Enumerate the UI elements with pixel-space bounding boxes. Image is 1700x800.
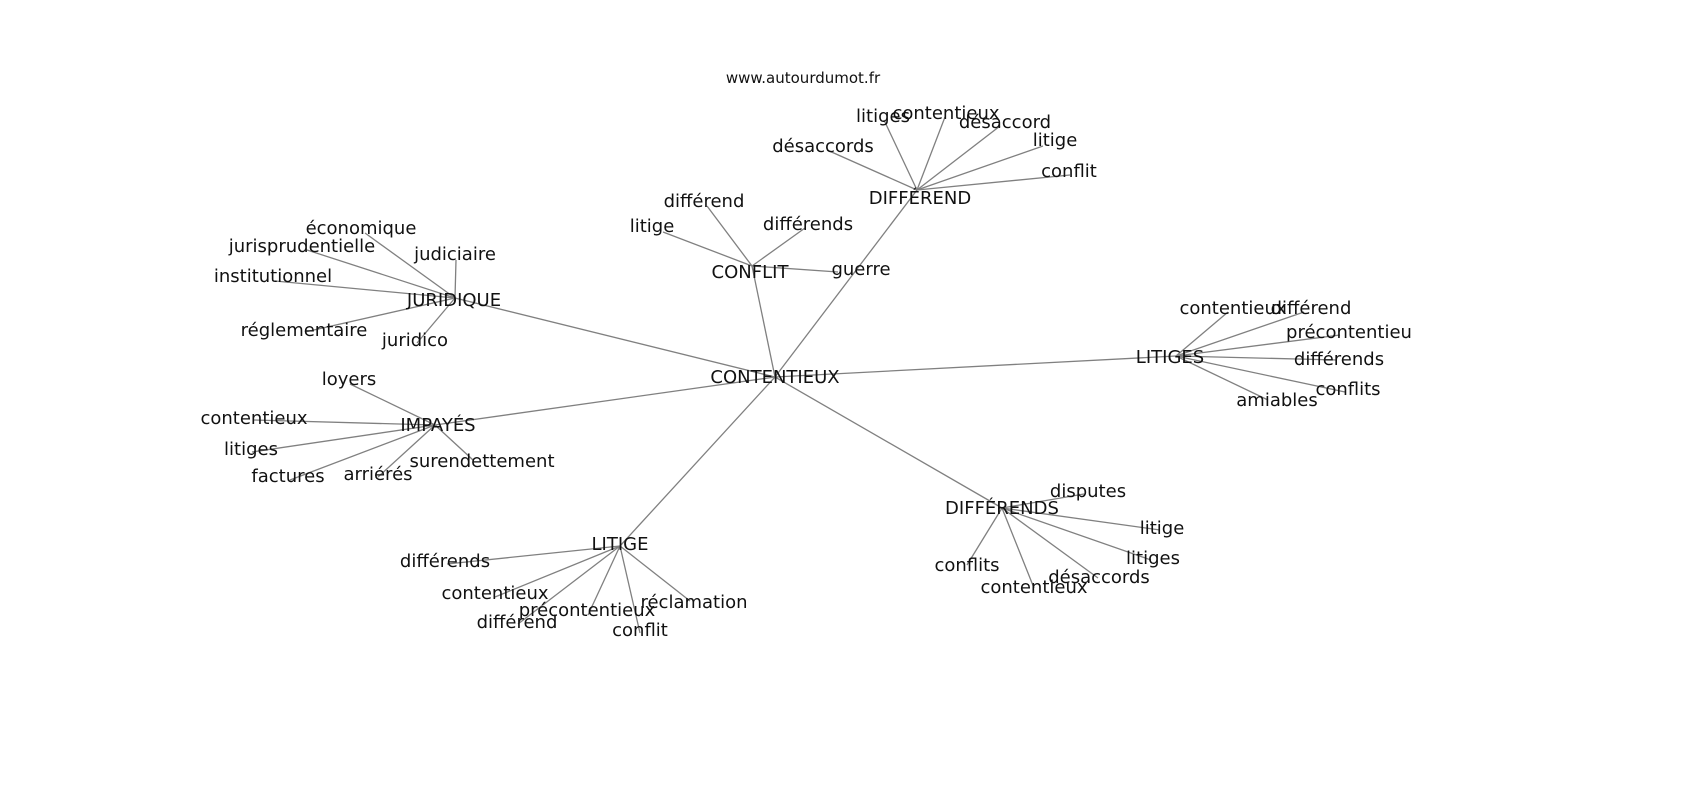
leaf-node-litiges-5[interactable]: amiables — [1236, 390, 1317, 411]
leaf-node-impayes-3[interactable]: factures — [251, 466, 324, 487]
edge-litige-leaf-5 — [619, 545, 691, 602]
edge-juridique-leaf-4 — [304, 297, 456, 333]
edge-litige-leaf-3 — [517, 545, 621, 625]
leaf-node-litige-3[interactable]: différend — [477, 612, 558, 633]
leaf-node-differend-2[interactable]: désaccord — [959, 112, 1051, 133]
edge-litiges-leaf-3 — [1175, 355, 1338, 361]
edge-litige-leaf-4 — [619, 545, 641, 634]
edge-litige-leaf-1 — [494, 545, 621, 598]
edge-litiges-leaf-1 — [1175, 311, 1305, 357]
hub-node-juridique[interactable]: JURIDIQUE — [406, 290, 501, 311]
edge-differend-leaf-0 — [883, 119, 918, 191]
edge-differends-leaf-1 — [1001, 507, 1161, 531]
leaf-node-juridique-1[interactable]: jurisprudentielle — [228, 236, 376, 257]
edge-impayes-leaf-4 — [377, 424, 436, 478]
leaf-node-litige-5[interactable]: réclamation — [640, 592, 747, 613]
leaf-node-differend-1[interactable]: contentieux — [892, 103, 999, 124]
leaf-node-juridique-2[interactable]: judiciaire — [413, 244, 496, 265]
edge-litiges-leaf-5 — [1175, 355, 1269, 401]
edge-center-to-differend — [774, 189, 918, 378]
edge-differend-leaf-2 — [916, 125, 1001, 191]
leaf-node-differends-5[interactable]: conflits — [934, 555, 999, 576]
leaf-node-differends-3[interactable]: désaccords — [1048, 567, 1150, 588]
leaf-node-juridique-3[interactable]: institutionnel — [214, 266, 332, 287]
leaf-node-juridique-4[interactable]: réglementaire — [241, 320, 368, 341]
leaf-node-conflit-0[interactable]: différend — [664, 191, 745, 212]
leaf-node-impayes-0[interactable]: loyers — [322, 369, 377, 390]
edge-center-to-impayes — [434, 376, 776, 426]
edge-conflit-leaf-0 — [706, 205, 753, 267]
leaf-node-differend-0[interactable]: litiges — [856, 106, 910, 127]
edge-juridique-leaf-1 — [306, 249, 456, 299]
edge-center-to-juridique — [454, 297, 776, 378]
edge-differends-leaf-5 — [966, 507, 1003, 566]
edge-center-to-litiges — [774, 355, 1177, 378]
hub-node-conflit[interactable]: CONFLIT — [712, 262, 790, 283]
leaf-node-impayes-1[interactable]: contentieux — [200, 408, 307, 429]
hub-node-litige[interactable]: LITIGE — [592, 534, 649, 555]
edge-litige-leaf-0 — [446, 545, 621, 565]
edge-juridique-leaf-2 — [454, 259, 457, 299]
hub-node-litiges[interactable]: LITIGES — [1136, 347, 1204, 368]
edge-impayes-leaf-0 — [349, 383, 436, 426]
leaf-node-litiges-0[interactable]: contentieux — [1179, 298, 1286, 319]
edge-litiges-leaf-2 — [1175, 334, 1341, 357]
edge-differend-leaf-4 — [916, 174, 1071, 191]
leaf-node-litige-4[interactable]: conflit — [612, 620, 668, 641]
leaf-node-litige-0[interactable]: différends — [400, 551, 490, 572]
leaf-node-differend-5[interactable]: désaccords — [772, 136, 874, 157]
edge-conflit-leaf-3 — [751, 265, 839, 273]
leaf-node-impayes-4[interactable]: arriérés — [343, 464, 412, 485]
leaf-node-differends-1[interactable]: litige — [1140, 518, 1185, 539]
hub-node-impayes[interactable]: IMPAYÉS — [400, 414, 475, 436]
edge-juridique-leaf-0 — [364, 232, 456, 299]
edge-differends-leaf-3 — [1001, 507, 1099, 579]
edge-conflit-leaf-1 — [662, 231, 753, 267]
leaf-node-differend-4[interactable]: conflit — [1041, 161, 1097, 182]
edge-center-to-conflit — [751, 265, 776, 378]
leaf-node-juridique-5[interactable]: juridico — [381, 330, 448, 351]
leaf-node-differends-0[interactable]: disputes — [1050, 481, 1126, 502]
hub-node-differend[interactable]: DIFFÉREND — [869, 187, 971, 209]
leaf-node-litiges-1[interactable]: différend — [1271, 298, 1352, 319]
edge-conflit-leaf-2 — [751, 227, 806, 267]
leaf-node-juridique-0[interactable]: économique — [306, 218, 417, 239]
website-credit[interactable]: www.autourdumot.fr — [726, 69, 881, 87]
edge-impayes-leaf-1 — [252, 419, 436, 426]
leaf-node-conflit-2[interactable]: différends — [763, 214, 853, 235]
edge-differends-leaf-2 — [1001, 507, 1152, 561]
edge-juridique-leaf-5 — [416, 297, 456, 344]
edge-litiges-leaf-4 — [1175, 355, 1346, 393]
edge-differend-leaf-5 — [826, 149, 918, 191]
edge-juridique-leaf-3 — [274, 280, 456, 299]
center-node-label: CONTENTIEUX — [710, 367, 839, 388]
edge-litige-leaf-2 — [587, 545, 621, 616]
edge-impayes-leaf-2 — [251, 424, 436, 453]
edge-differend-leaf-1 — [916, 116, 946, 191]
edge-impayes-leaf-5 — [434, 424, 474, 461]
leaf-node-differends-2[interactable]: litiges — [1126, 548, 1180, 569]
leaf-node-conflit-3[interactable]: guerre — [831, 259, 890, 280]
leaf-node-differends-4[interactable]: contentieux — [980, 577, 1087, 598]
leaf-node-litiges-4[interactable]: conflits — [1315, 379, 1380, 400]
edge-differend-leaf-3 — [916, 145, 1044, 191]
leaf-node-impayes-5[interactable]: surendettement — [409, 451, 554, 472]
leaf-node-differend-3[interactable]: litige — [1033, 130, 1078, 151]
hub-node-differends[interactable]: DIFFÉRENDS — [945, 497, 1059, 519]
edge-differends-leaf-4 — [1001, 507, 1035, 589]
edge-center-to-differends — [774, 376, 1003, 509]
leaf-node-litiges-2[interactable]: précontentieu — [1286, 322, 1412, 343]
edge-differends-leaf-0 — [1001, 493, 1085, 509]
graph-labels: www.autourdumot.fr CONTENTIEUX DIFFÉREND… — [200, 69, 1411, 641]
leaf-node-impayes-2[interactable]: litiges — [224, 439, 278, 460]
graph-edges — [251, 116, 1346, 634]
edge-litiges-leaf-0 — [1175, 311, 1229, 357]
edge-center-to-litige — [619, 376, 776, 547]
leaf-node-litige-2[interactable]: précontentieux — [519, 600, 656, 621]
leaf-node-litige-1[interactable]: contentieux — [441, 583, 548, 604]
edge-impayes-leaf-3 — [289, 424, 436, 481]
leaf-node-conflit-1[interactable]: litige — [630, 216, 675, 237]
leaf-node-litiges-3[interactable]: différends — [1294, 349, 1384, 370]
